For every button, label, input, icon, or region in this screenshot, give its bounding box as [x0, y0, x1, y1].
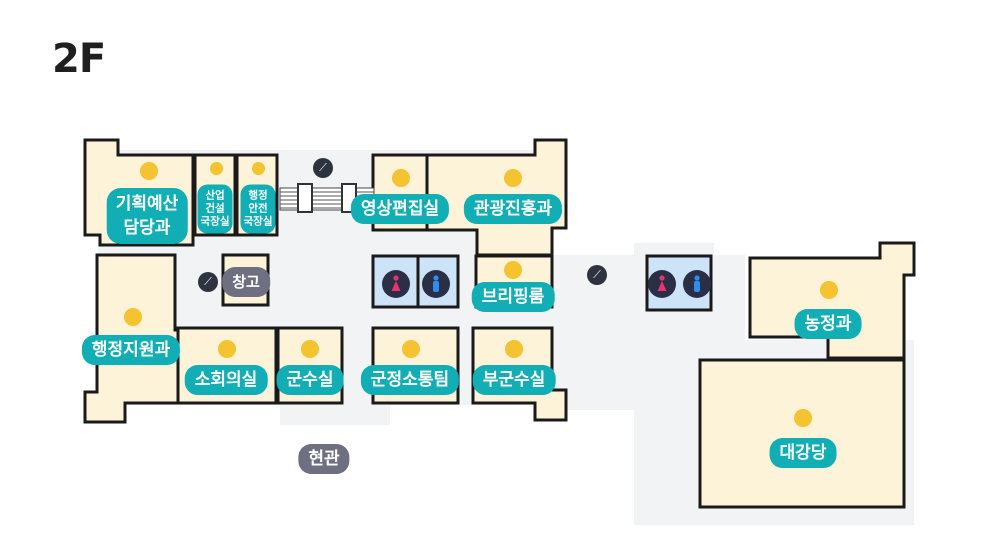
room-label-auditorium[interactable]: 대강당	[769, 438, 837, 468]
room-marker	[140, 162, 158, 180]
room-label-line: 국장실	[243, 215, 273, 228]
room-marker	[504, 261, 522, 279]
room-label-line: 산업	[205, 189, 225, 202]
stairs-icon: ⟋	[587, 265, 607, 285]
room-label-line: 건설	[205, 202, 225, 215]
stair-bridge	[279, 183, 375, 213]
room-label-admin-director[interactable]: 행정 안전 국장실	[240, 184, 276, 234]
room-marker	[392, 169, 410, 187]
room-label-line: 기획예산	[115, 194, 179, 214]
room-marker	[209, 161, 223, 175]
east-wing	[698, 241, 916, 509]
male-restroom-icon	[683, 270, 711, 298]
room-marker	[820, 281, 838, 299]
female-restroom-icon	[382, 270, 410, 298]
room-marker	[504, 169, 522, 187]
room-marker	[301, 340, 319, 358]
room-label-line: 담당과	[123, 218, 171, 238]
room-label-tourism[interactable]: 관광진흥과	[463, 194, 563, 224]
floor-title: 2F	[52, 36, 106, 82]
room-marker	[794, 409, 812, 427]
room-label-line: 안전	[248, 202, 268, 215]
room-label-vice-governor[interactable]: 부군수실	[472, 365, 556, 395]
room-marker	[505, 340, 523, 358]
room-label-planning-budget[interactable]: 기획예산 담당과	[106, 188, 188, 244]
room-marker	[124, 308, 142, 326]
room-label-county-comm[interactable]: 군정소통팀	[360, 365, 460, 395]
room-label-line: 행정	[248, 189, 268, 202]
room-label-briefing[interactable]: 브리핑룸	[471, 282, 555, 312]
room-marker	[218, 340, 236, 358]
stairs-icon: ⟋	[198, 272, 218, 292]
room-marker	[402, 340, 420, 358]
room-marker	[251, 161, 265, 175]
entrance-label[interactable]: 현관	[298, 444, 350, 474]
room-label-video-editing[interactable]: 영상편집실	[350, 194, 450, 224]
room-label-storage[interactable]: 창고	[222, 267, 270, 297]
room-label-admin-support[interactable]: 행정지원과	[81, 335, 181, 365]
room-label-industry-director[interactable]: 산업 건설 국장실	[197, 184, 233, 234]
room-label-agriculture[interactable]: 농정과	[794, 309, 862, 339]
room-label-small-meeting[interactable]: 소회의실	[184, 365, 268, 395]
female-restroom-icon	[648, 270, 676, 298]
room-label-governor-office[interactable]: 군수실	[276, 365, 344, 395]
room-label-line: 국장실	[200, 215, 230, 228]
stairs-icon: ⟋	[313, 158, 333, 178]
male-restroom-icon	[422, 270, 450, 298]
